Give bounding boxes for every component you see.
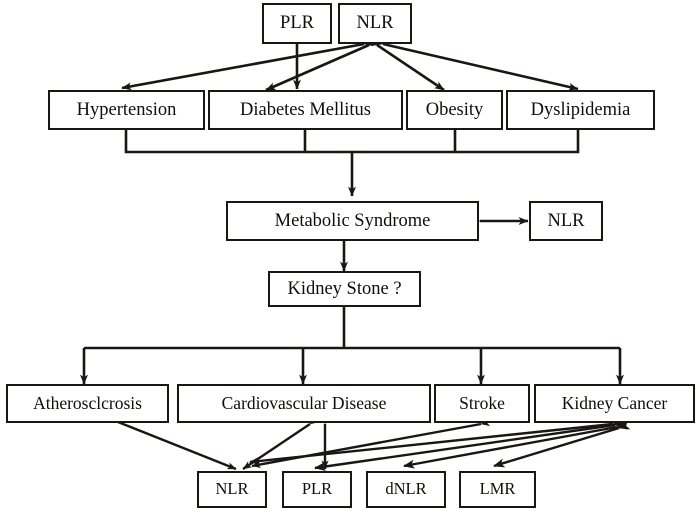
node-nlr-bottom[interactable]: NLR — [197, 471, 267, 508]
node-dyslipidemia[interactable]: Dyslipidemia — [506, 90, 655, 130]
node-label: LMR — [479, 479, 516, 499]
node-plr-bottom[interactable]: PLR — [282, 471, 352, 508]
edge-kidneystone-bus — [80, 306, 624, 385]
node-label: Obesity — [425, 99, 484, 120]
node-kidney-cancer[interactable]: Kidney Cancer — [534, 384, 695, 423]
edge-nlr-hypertension — [121, 38, 374, 91]
edge-nlr-dyslipidemia — [372, 37, 579, 91]
node-label: Atherosclcrosis — [33, 392, 142, 413]
edges-bottom-fan — [108, 415, 631, 472]
node-kidney-stone[interactable]: Kidney Stone ? — [268, 271, 421, 307]
node-label: Diabetes Mellitus — [239, 99, 372, 120]
node-hypertension[interactable]: Hypertension — [48, 90, 205, 130]
edges-top-fan — [121, 34, 579, 92]
edge-riskfactors-bus — [124, 130, 580, 197]
node-label: PLR — [280, 13, 314, 34]
node-cardiovascular-disease[interactable]: Cardiovascular Disease — [177, 384, 431, 423]
node-metabolic-syndrome[interactable]: Metabolic Syndrome — [226, 201, 479, 241]
node-label: Hypertension — [76, 99, 177, 120]
edge-nlr-diabetes — [265, 37, 380, 92]
edge-nlr-obesity — [366, 36, 445, 92]
node-label: NLR — [356, 13, 394, 34]
node-label: Dyslipidemia — [530, 99, 631, 120]
node-label: Metabolic Syndrome — [274, 210, 431, 231]
node-label: Stroke — [459, 392, 505, 413]
node-label: PLR — [301, 479, 333, 499]
edge-athero-nlr — [108, 415, 237, 471]
node-label: dNLR — [385, 479, 427, 499]
edge-kcancer-lmr — [493, 420, 631, 468]
node-obesity[interactable]: Obesity — [406, 90, 503, 130]
edge-kcancer-nlr — [249, 418, 624, 466]
node-label: NLR — [215, 479, 249, 499]
node-stroke[interactable]: Stroke — [434, 384, 530, 423]
node-label: Kidney Stone ? — [287, 278, 402, 299]
node-nlr-side[interactable]: NLR — [529, 201, 603, 241]
node-plr-top[interactable]: PLR — [262, 3, 332, 44]
node-label: Cardiovascular Disease — [221, 392, 387, 413]
node-label: NLR — [547, 210, 585, 231]
node-diabetes-mellitus[interactable]: Diabetes Mellitus — [208, 90, 403, 130]
node-nlr-top[interactable]: NLR — [338, 3, 412, 44]
node-lmr-bottom[interactable]: LMR — [459, 471, 536, 508]
node-atherosclerosis[interactable]: Atherosclcrosis — [6, 384, 169, 423]
node-dnlr-bottom[interactable]: dNLR — [366, 471, 446, 508]
node-label: Kidney Cancer — [561, 392, 668, 413]
